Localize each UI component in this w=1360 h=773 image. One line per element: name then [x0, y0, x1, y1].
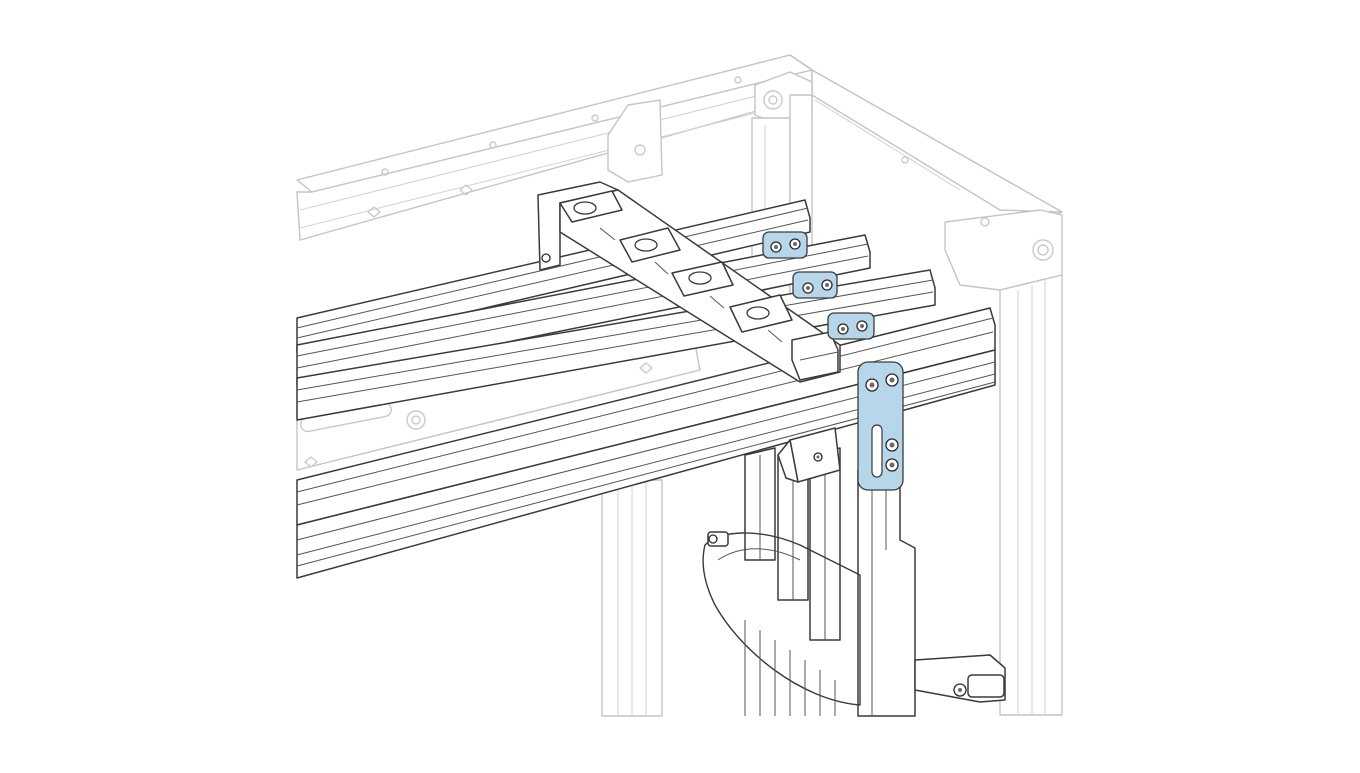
top-rail-bracket [607, 99, 663, 183]
bolt [802, 282, 814, 294]
vertical-busbars [744, 447, 916, 717]
left-latch [707, 531, 729, 547]
bolt [770, 241, 782, 253]
support-end-block [791, 331, 839, 381]
bolt [885, 373, 899, 387]
right-latch [914, 654, 1006, 703]
support-block-4 [729, 294, 793, 333]
bolt [865, 378, 879, 392]
bolt [837, 323, 849, 335]
support-block-3 [671, 261, 734, 297]
bolt [821, 279, 833, 291]
vertical-link-plate [857, 361, 904, 491]
device-base [702, 531, 1006, 716]
connection-plate-3 [827, 312, 875, 340]
bolt [856, 320, 868, 332]
busbar-support-comb [537, 181, 841, 383]
support-block-1 [559, 190, 623, 223]
front-right-post [999, 274, 1063, 716]
bolt [885, 438, 899, 452]
support-block-2 [619, 227, 681, 263]
connection-plate-2 [792, 271, 838, 299]
bolt [885, 458, 899, 472]
base-tray [702, 532, 861, 706]
top-rear-rail [296, 54, 813, 193]
bolt [789, 238, 801, 250]
front-corner-block [944, 209, 1063, 291]
rail-clamp [777, 427, 841, 483]
top-right-rail-face [811, 69, 1063, 213]
connection-plate-1 [762, 231, 808, 259]
